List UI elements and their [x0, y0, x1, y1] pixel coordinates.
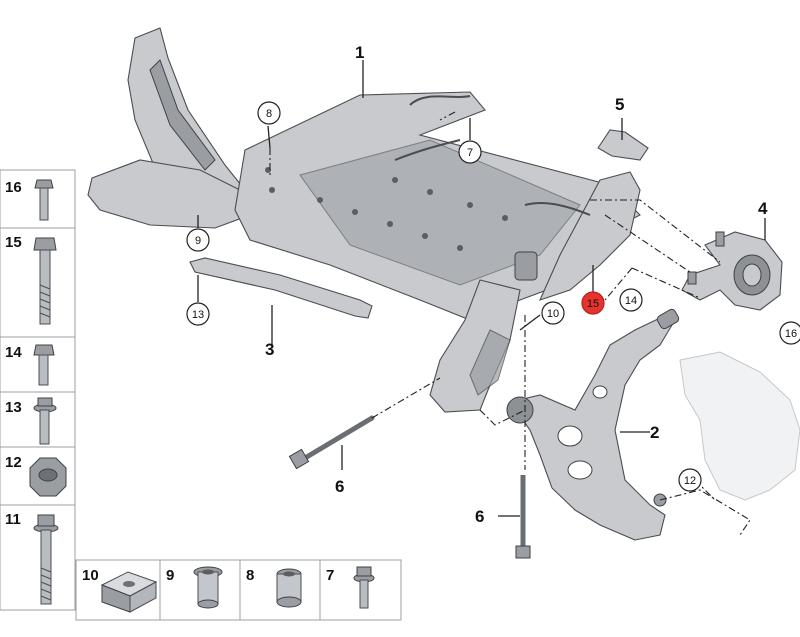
- circled-callout-10: 10: [541, 301, 565, 325]
- panel-label-7: 7: [326, 567, 334, 584]
- control-arm-part: [506, 308, 680, 541]
- circled-callout-12: 12: [678, 468, 702, 492]
- long-bolt-rear: [288, 415, 375, 470]
- svg-text:12: 12: [684, 475, 696, 487]
- svg-text:14: 14: [625, 295, 637, 307]
- panel-label-14: 14: [5, 344, 22, 361]
- circled-callout-14: 14: [619, 288, 643, 312]
- bottom-panel: 10 9 8 7: [75, 559, 402, 621]
- side-panel: 16 15 14 13 12 11: [0, 169, 76, 611]
- long-bolt-lower: [515, 475, 531, 559]
- square-nut-icon: [100, 571, 158, 613]
- callout-4: 4: [758, 199, 768, 218]
- svg-text:7: 7: [467, 147, 473, 159]
- callout-5: 5: [615, 95, 624, 114]
- knuckle-ghost: [679, 351, 800, 501]
- panel-label-9: 9: [166, 567, 174, 584]
- callout-6-rear: 6: [335, 477, 344, 496]
- circled-callout-16: 16: [779, 321, 800, 345]
- circled-callout-9: 9: [186, 228, 210, 252]
- assembly-guides: [269, 111, 751, 536]
- flange-screw-icon: [353, 566, 375, 609]
- spacer-sleeve-icon: [276, 568, 302, 608]
- long-hex-bolt-icon: [33, 237, 57, 325]
- circled-callout-13: 13: [186, 302, 210, 326]
- panel-label-15: 15: [5, 234, 22, 251]
- circled-callout-7: 7: [458, 140, 482, 164]
- callout-6-lower: 6: [475, 507, 484, 526]
- svg-text:9: 9: [195, 235, 201, 247]
- svg-text:10: 10: [547, 308, 559, 320]
- svg-text:13: 13: [192, 309, 204, 321]
- svg-text:15: 15: [587, 298, 599, 310]
- panel-label-13: 13: [5, 399, 22, 416]
- circled-callout-8: 8: [257, 101, 281, 125]
- circled-callout-15-highlight: 15: [581, 291, 605, 315]
- panel-label-8: 8: [246, 567, 254, 584]
- panel-label-10: 10: [82, 567, 99, 584]
- pad-part: [597, 129, 649, 161]
- panel-label-11: 11: [5, 511, 21, 528]
- short-bolt-icon: [34, 179, 54, 221]
- subframe-part: [87, 27, 641, 413]
- bushing-sleeve-icon: [193, 566, 223, 609]
- callout-1: 1: [355, 43, 364, 62]
- hex-nut-icon: [29, 457, 67, 497]
- long-flange-bolt-icon: [33, 514, 59, 605]
- strut-bar: [189, 257, 373, 319]
- callout-2: 2: [650, 423, 659, 442]
- svg-text:16: 16: [785, 328, 797, 340]
- callout-3: 3: [265, 340, 274, 359]
- panel-label-16: 16: [5, 179, 22, 196]
- svg-text:8: 8: [266, 108, 272, 120]
- small-bolt-icon: [33, 344, 55, 386]
- flange-bolt-icon: [33, 397, 57, 445]
- panel-label-12: 12: [5, 454, 22, 471]
